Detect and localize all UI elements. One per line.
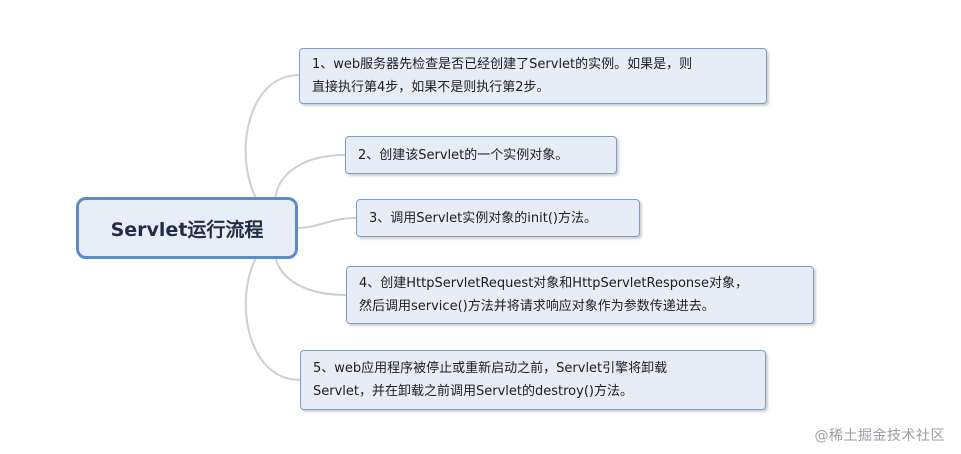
step-4-text: 4、创建HttpServletRequest对象和HttpServletResp… bbox=[359, 276, 748, 314]
root-node-servlet-flow: Servlet运行流程 bbox=[76, 197, 298, 259]
connector-step-3 bbox=[297, 217, 357, 229]
step-node-2: 2、创建该Servlet的一个实例对象。 bbox=[345, 136, 617, 174]
step-2-text: 2、创建该Servlet的一个实例对象。 bbox=[358, 147, 569, 163]
root-node-label: Servlet运行流程 bbox=[110, 218, 264, 241]
step-3-text: 3、调用Servlet实例对象的init()方法。 bbox=[369, 210, 597, 226]
step-node-1: 1、web服务器先检查是否已经创建了Servlet的实例。如果是，则 直接执行第… bbox=[299, 48, 767, 104]
source-watermark: @稀土掘金技术社区 bbox=[814, 428, 945, 444]
step-1-text: 1、web服务器先检查是否已经创建了Servlet的实例。如果是，则 直接执行第… bbox=[312, 57, 693, 95]
step-node-5: 5、web应用程序被停止或重新启动之前，Servlet引擎将卸载 Servlet… bbox=[300, 350, 766, 410]
step-5-text: 5、web应用程序被停止或重新启动之前，Servlet引擎将卸载 Servlet… bbox=[313, 361, 668, 399]
step-node-4: 4、创建HttpServletRequest对象和HttpServletResp… bbox=[346, 266, 814, 324]
step-node-3: 3、调用Servlet实例对象的init()方法。 bbox=[356, 199, 640, 237]
